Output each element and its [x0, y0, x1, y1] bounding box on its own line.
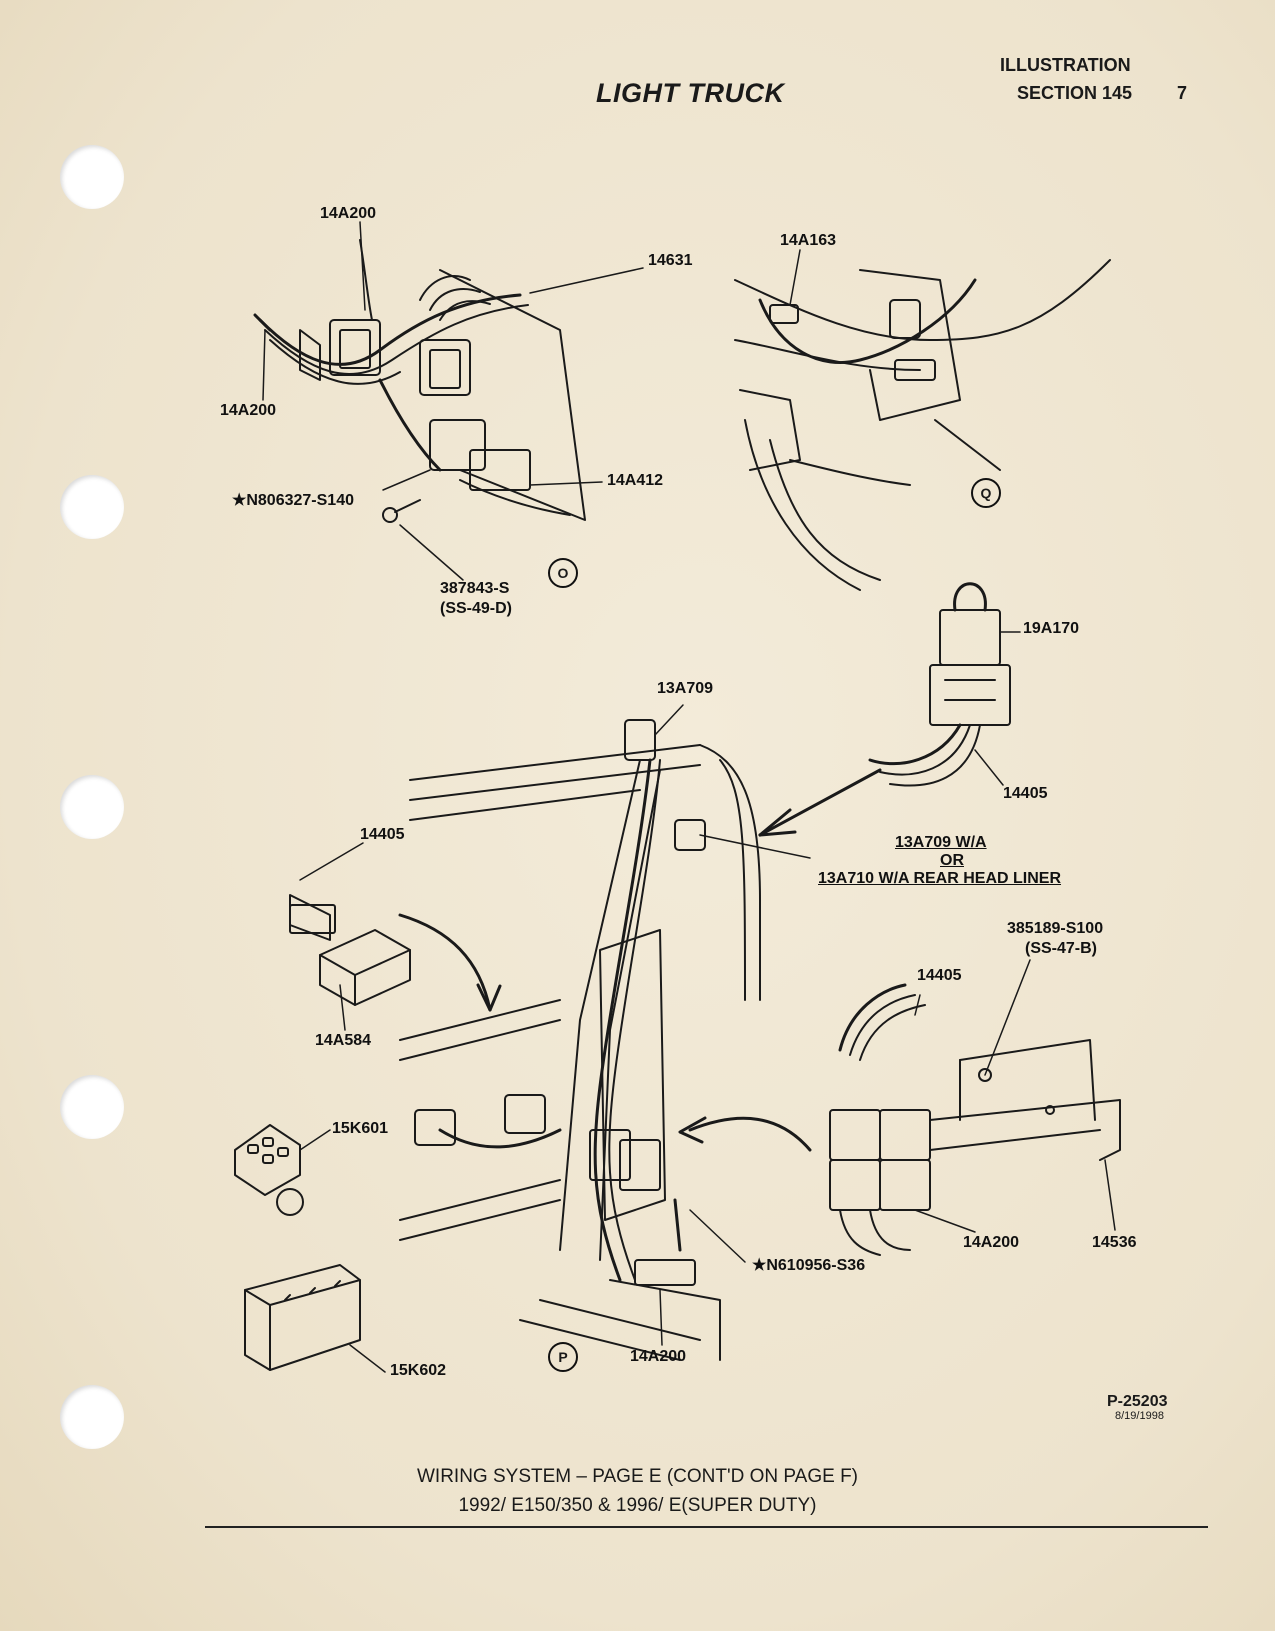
label-14405-left: 14405	[360, 826, 405, 843]
document-title: LIGHT TRUCK	[596, 78, 785, 108]
view-marker-p: P	[548, 1342, 578, 1372]
binder-hole	[60, 775, 124, 839]
view-o-assembly	[253, 221, 644, 581]
label-14a200-top: 14A200	[320, 205, 377, 222]
label-14631: 14631	[648, 252, 693, 269]
module-15k602-drawing	[244, 1264, 386, 1373]
label-14a163: 14A163	[780, 232, 837, 249]
note-13a710-rear-head-liner: 13A710 W/A REAR HEAD LINER	[818, 870, 1062, 887]
label-13a709: 13A709	[657, 680, 714, 697]
label-14a200-left: 14A200	[220, 402, 277, 419]
view-marker-q: Q	[971, 478, 1001, 508]
relay-19a170-assembly	[758, 582, 1021, 837]
label-14536: 14536	[1092, 1234, 1137, 1251]
page-number: 7	[1177, 83, 1188, 103]
view-q-assembly	[734, 249, 1111, 591]
label-385189-s100: 385189-S100	[1007, 920, 1104, 937]
label-n806327-s140: ★N806327-S140	[232, 492, 354, 509]
view-marker-o: O	[548, 558, 578, 588]
label-14a412: 14A412	[607, 472, 664, 489]
label-387843-s: 387843-S	[440, 580, 510, 597]
note-13a709-wa: 13A709 W/A	[895, 834, 987, 851]
module-14a584-assembly	[289, 842, 411, 1031]
label-14405-top: 14405	[1003, 785, 1048, 802]
binder-hole	[60, 1075, 124, 1139]
label-14a200-right: 14A200	[963, 1234, 1020, 1251]
label-14a200-bottom: 14A200	[630, 1348, 687, 1365]
binder-hole	[60, 145, 124, 209]
label-15k601: 15K601	[332, 1120, 389, 1137]
label-ss-49-d: (SS-49-D)	[440, 600, 513, 617]
section-number: SECTION 145	[1017, 83, 1133, 103]
caption-line-2: 1992/ E150/350 & 1996/ E(SUPER DUTY)	[458, 1495, 817, 1516]
drawing-date: 8/19/1998	[1115, 1410, 1164, 1422]
binder-hole	[60, 1385, 124, 1449]
bracket-14536-assembly	[829, 959, 1121, 1256]
footer-rule	[205, 1526, 1208, 1528]
section-label: ILLUSTRATION	[1000, 55, 1131, 75]
label-15k602: 15K602	[390, 1362, 447, 1379]
remote-15k601-drawing	[234, 1124, 331, 1216]
label-14405-right: 14405	[917, 967, 962, 984]
label-14a584: 14A584	[315, 1032, 372, 1049]
view-p-assembly	[398, 704, 812, 1361]
label-ss-47-b: (SS-47-B)	[1025, 940, 1098, 957]
drawing-number: P-25203	[1107, 1393, 1168, 1410]
binder-hole	[60, 475, 124, 539]
note-or: OR	[940, 852, 964, 869]
caption-line-1: WIRING SYSTEM – PAGE E (CONT'D ON PAGE F…	[416, 1466, 859, 1487]
label-n610956-s36: ★N610956-S36	[752, 1257, 866, 1274]
label-19a170: 19A170	[1023, 620, 1080, 637]
